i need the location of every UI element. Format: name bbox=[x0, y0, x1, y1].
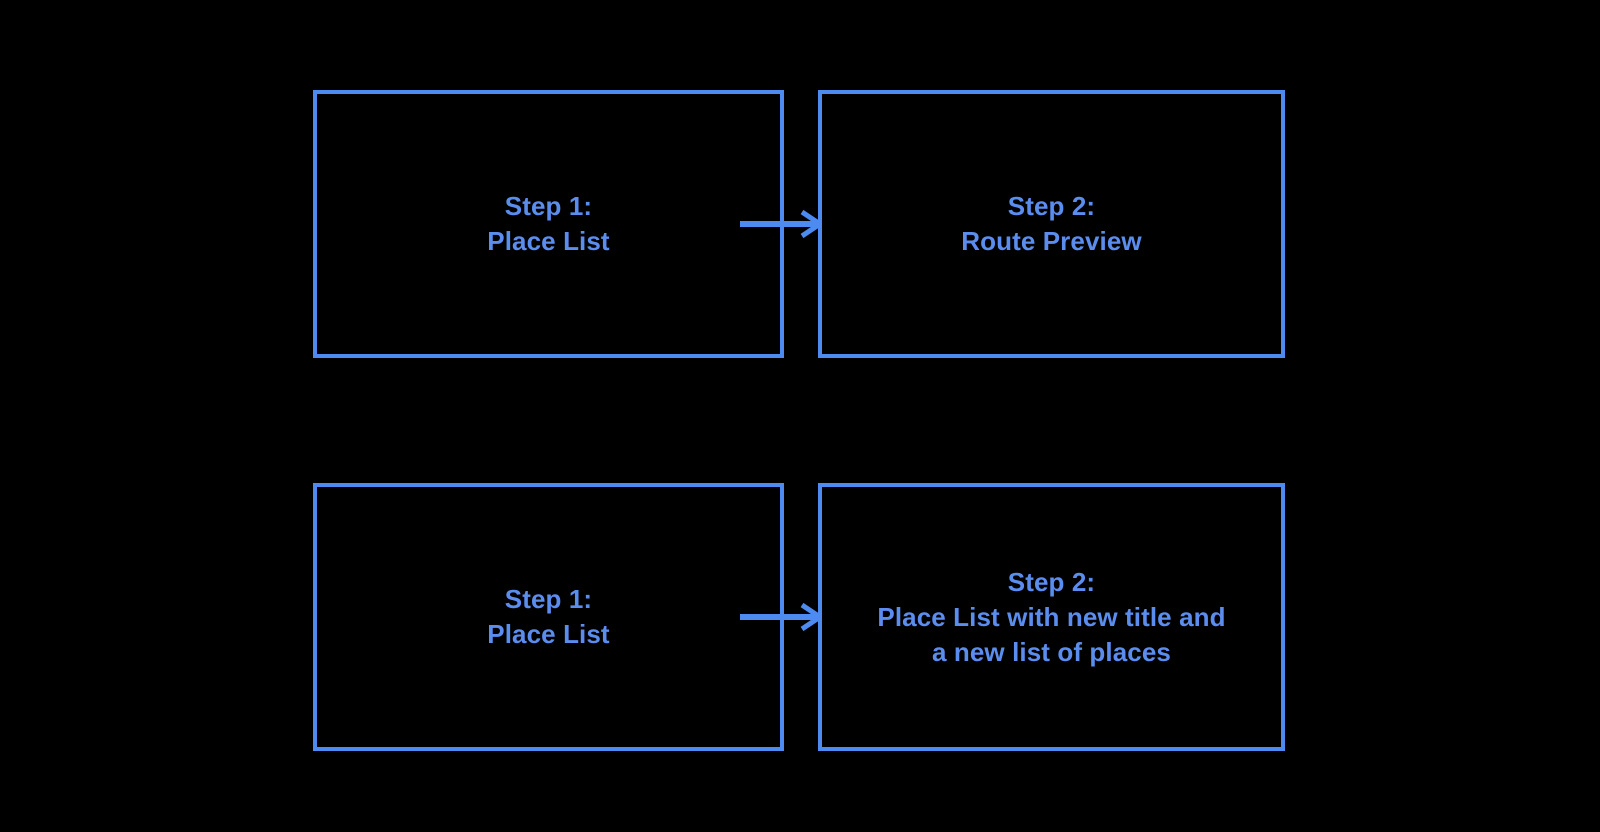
step-box-label: Step 1: Place List bbox=[487, 191, 610, 256]
step-box-label: Step 1: Place List bbox=[487, 584, 610, 649]
step-box-route-preview[interactable]: Step 2: Route Preview bbox=[818, 90, 1285, 358]
step-box-label: Step 2: Place List with new title and a … bbox=[877, 566, 1226, 667]
step-box-place-list[interactable]: Step 1: Place List bbox=[313, 483, 784, 751]
step-box-label: Step 2: Route Preview bbox=[961, 191, 1142, 256]
step-box-place-list-updated[interactable]: Step 2: Place List with new title and a … bbox=[818, 483, 1285, 751]
step-box-place-list[interactable]: Step 1: Place List bbox=[313, 90, 784, 358]
flow-row-place-list-updated: Step 1: Place List Step 2: Place List wi… bbox=[0, 483, 1600, 751]
flow-row-route-preview: Step 1: Place List Step 2: Route Preview bbox=[0, 90, 1600, 358]
